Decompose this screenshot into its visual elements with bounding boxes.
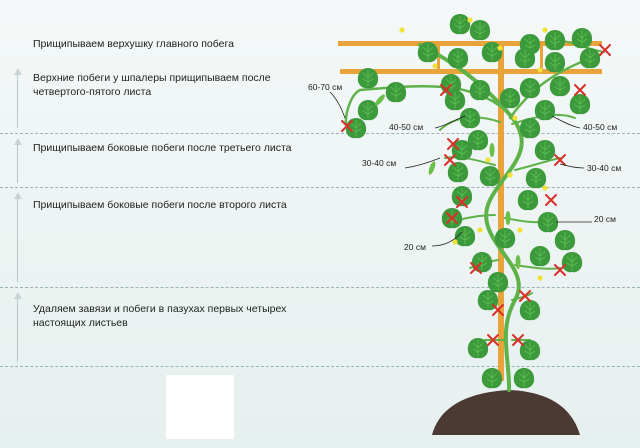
- up-arrow-icon: [14, 138, 22, 183]
- step-remove-ovaries: Удаляем завязи и побеги в пазухах первых…: [33, 303, 287, 329]
- up-arrow-icon: [14, 192, 22, 282]
- measure-low-right: 20 см: [594, 214, 616, 224]
- measure-mid-right: 30-40 см: [587, 163, 621, 173]
- trellis: [338, 41, 602, 381]
- leader-lines: [329, 91, 592, 247]
- up-arrow-icon: [14, 68, 22, 128]
- section-divider: [0, 287, 640, 288]
- step-pinch-after-third-leaf: Прищипываем боковые побеги после третьег…: [33, 142, 292, 154]
- step-pinch-after-second-leaf: Прищипываем боковые побеги после второго…: [33, 199, 287, 211]
- step-pinch-upper-shoots: Верхние побеги у шпалеры прищипываем пос…: [33, 72, 271, 98]
- measure-mid-left: 30-40 см: [362, 158, 396, 168]
- measure-upper-left: 40-50 см: [389, 122, 423, 132]
- soil-mound: [432, 390, 580, 435]
- cucumbers: [375, 94, 521, 269]
- blank-box: [166, 375, 234, 439]
- section-divider: [0, 133, 640, 134]
- measure-low-left: 20 см: [404, 242, 426, 252]
- measure-top-left: 60-70 см: [308, 82, 342, 92]
- up-arrow-icon: [14, 292, 22, 362]
- section-divider: [0, 366, 640, 367]
- section-divider: [0, 187, 640, 188]
- measure-upper-right: 40-50 см: [583, 122, 617, 132]
- step-pinch-main-top: Прищипываем верхушку главного побега: [33, 38, 234, 50]
